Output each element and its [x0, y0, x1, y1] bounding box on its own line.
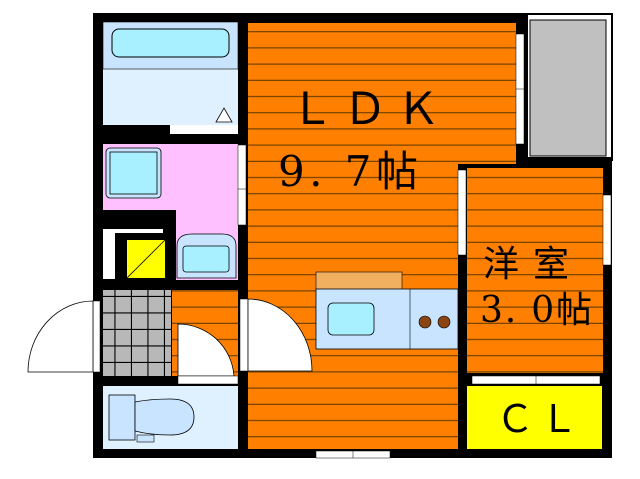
kitchen-counter [315, 271, 403, 291]
western-room: 洋室 3. 0帖 [457, 168, 612, 373]
toilet-room [103, 386, 238, 449]
storage-closet [103, 229, 166, 279]
toilet-tank [108, 394, 136, 441]
bathroom [102, 21, 239, 134]
western-room-size-label: 3. 0帖 [480, 290, 592, 331]
front-door-swing [27, 300, 94, 373]
entrance [27, 290, 239, 385]
ldk-label: ＬＤＫ [290, 84, 440, 135]
ldk-size-label: 9. 7帖 [278, 147, 418, 196]
bathtub [111, 28, 230, 58]
balcony [521, 13, 613, 161]
kitchen-sink [327, 302, 375, 336]
stove-burner [418, 315, 432, 329]
stove-burner [437, 315, 451, 329]
washroom [103, 144, 247, 280]
toilet-bowl [134, 398, 195, 436]
closet: ＣＬ [467, 375, 602, 449]
kitchen [315, 271, 459, 350]
ldk-door-swing [247, 298, 313, 372]
